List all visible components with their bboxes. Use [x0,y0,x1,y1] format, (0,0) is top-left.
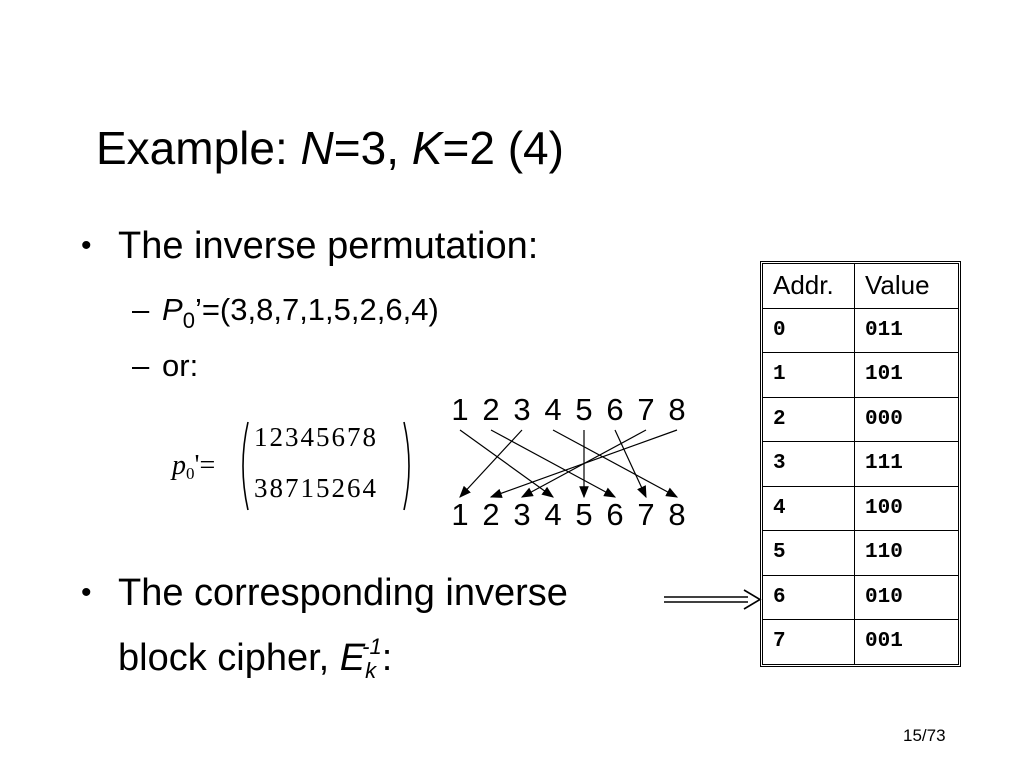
arrow-to-table [664,589,762,610]
title-n-value: =3, [333,122,412,174]
addr-cell: 4 [763,486,855,531]
addr-cell: 3 [763,442,855,487]
perm-top-digit: 2 [482,392,500,427]
matrix-lhs-sub: 0 [186,464,195,483]
addr-cell: 7 [763,620,855,664]
addr-cell: 1 [763,353,855,398]
sub-bullet-or: –or: [132,346,199,386]
perm-bottom-digit: 5 [575,497,593,532]
bullet-inverse-cipher: • The corresponding inverse block cipher… [81,566,568,698]
perm-line [459,429,523,498]
perm-top-digit: 6 [606,392,624,427]
left-paren [242,421,249,511]
right-paren [403,421,410,511]
perm-bottom-digit: 7 [637,497,655,532]
perm-top-digit: 5 [575,392,593,427]
addr-cell: 0 [763,308,855,353]
sub-bullet-dash: – [132,348,150,383]
perm-line [459,429,554,498]
value-cell: 011 [855,309,958,353]
perm-top-digit: 1 [451,392,469,427]
cipher-suffix: : [381,637,393,679]
value-cell: 010 [855,576,958,620]
addr-cell: 5 [763,531,855,576]
perm-bottom-digit: 1 [451,497,469,532]
p0-values: ’=(3,8,7,1,5,2,6,4) [194,292,439,327]
title-n-variable: N [300,122,334,174]
value-cell: 101 [855,353,958,398]
title-k-value: =2 (4) [442,122,564,174]
bullet-dot: • [81,576,92,609]
perm-top-digit: 8 [668,392,686,427]
addr-cell: 6 [763,575,855,620]
sub-bullet-p0: –P0’=(3,8,7,1,5,2,6,4) [132,290,439,341]
perm-line [614,429,647,499]
header-addr: Addr. [763,264,855,309]
bullet2-line1: The corresponding inverse [118,572,568,614]
cipher-superscript: -1 [362,634,382,659]
perm-top-digit: 7 [637,392,655,427]
p0-subscript: 0 [182,308,195,333]
header-value: Value [855,264,958,309]
perm-top-digit: 4 [544,392,562,427]
matrix-lhs-rest: '= [194,450,216,481]
matrix-lhs: p0'= [172,450,215,484]
title-prefix: Example: [96,122,301,174]
perm-bottom-digit: 8 [668,497,686,532]
bullet-dot: • [81,229,92,262]
value-cell: 001 [865,630,903,654]
matrix-bottom-row: 38715264 [254,473,378,503]
cipher-variable: E [339,637,366,679]
value-cell: 000 [855,398,958,442]
perm-bottom-digit: 3 [513,497,531,532]
value-cell: 111 [855,442,958,487]
perm-line [552,429,679,498]
bullet-text: The inverse permutation: [118,225,539,267]
addr-cell: 2 [763,397,855,442]
page-number: 15/73 [903,726,946,745]
or-text: or: [162,348,199,383]
perm-bottom-digit: 2 [482,497,500,532]
table-header-row: Addr. Value [763,264,958,309]
sub-bullet-dash: – [132,292,150,327]
slide-title: Example: N=3, K=2 (4) [96,122,564,175]
table-row: 7 001 [763,620,958,664]
title-k-variable: K [411,122,443,174]
bullet-inverse-permutation: • The inverse permutation: [81,219,539,273]
cipher-subscript: k [365,658,377,683]
bullet2-line2-prefix: block cipher, [118,637,340,679]
value-cell: 110 [855,531,958,576]
perm-bottom-digit: 4 [544,497,562,532]
matrix-lhs-var: p [172,450,186,481]
perm-top-digit: 3 [513,392,531,427]
perm-bottom-digit: 6 [606,497,624,532]
perm-line [490,429,617,498]
value-cell: 100 [855,487,958,531]
matrix-top-row: 12345678 [254,422,378,452]
p0-variable: P [162,292,183,327]
